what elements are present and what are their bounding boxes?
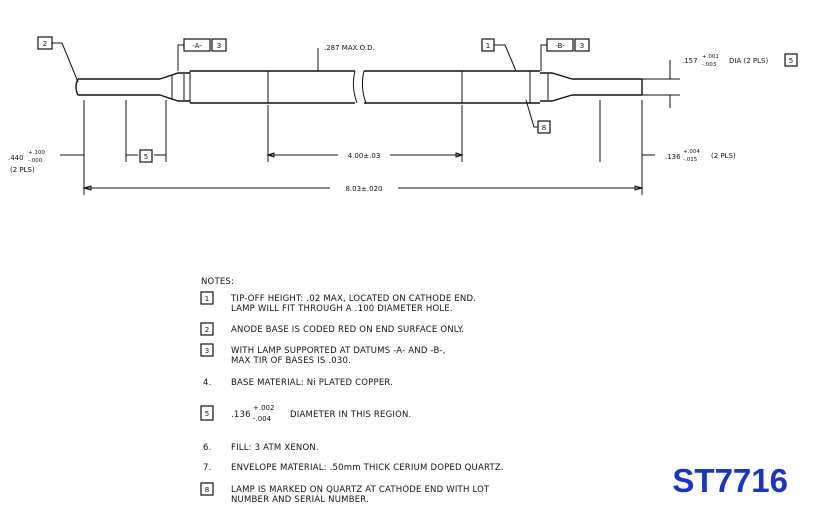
svg-text:6.: 6.: [203, 443, 212, 453]
note-7: 7. ENVELOPE MATERIAL: .50mm THICK CERIUM…: [203, 463, 504, 473]
note-4: 4. BASE MATERIAL: Ni PLATED COPPER.: [203, 378, 393, 388]
svg-text:TIP-OFF HEIGHT: .02 MAX, LOCAT: TIP-OFF HEIGHT: .02 MAX, LOCATED ON CATH…: [230, 294, 476, 304]
svg-text:3: 3: [217, 42, 221, 50]
callout-1: 1: [481, 38, 517, 72]
svg-text:4.: 4.: [203, 378, 212, 388]
svg-text:-A-: -A-: [192, 42, 202, 50]
svg-text:+.004: +.004: [683, 149, 700, 155]
dim-left-440: .440 +.100 -.000 (2 PLS): [8, 150, 84, 174]
svg-text:3: 3: [580, 42, 584, 50]
svg-text:-.000: -.000: [28, 158, 43, 164]
callout-2: 2: [37, 36, 79, 83]
svg-text:-B-: -B-: [555, 42, 565, 50]
svg-text:8: 8: [542, 124, 546, 132]
note-3: 3 WITH LAMP SUPPORTED AT DATUMS -A- AND …: [200, 343, 446, 366]
svg-text:5: 5: [205, 410, 209, 418]
svg-text:-.004: -.004: [253, 415, 272, 423]
svg-text:.136: .136: [231, 410, 251, 420]
svg-text:3: 3: [205, 347, 209, 355]
svg-text:5: 5: [144, 153, 148, 161]
svg-text:FILL: 3 ATM XENON.: FILL: 3 ATM XENON.: [231, 443, 319, 453]
svg-text:WITH LAMP SUPPORTED AT DATUMS: WITH LAMP SUPPORTED AT DATUMS -A- AND -B…: [231, 346, 446, 356]
lamp-body: [75, 70, 643, 104]
svg-text:NUMBER AND SERIAL NUMBER.: NUMBER AND SERIAL NUMBER.: [231, 495, 369, 505]
svg-text:MAX TIR OF BASES IS .030.: MAX TIR OF BASES IS .030.: [231, 356, 351, 366]
svg-text:1: 1: [205, 295, 209, 303]
extension-lines: [83, 100, 643, 195]
svg-text:.157: .157: [682, 57, 698, 65]
dia-157-callout: .157 +.001 -.003 DIA (2 PLS) 5: [642, 53, 798, 108]
note-8: 8 LAMP IS MARKED ON QUARTZ AT CATHODE EN…: [200, 482, 490, 505]
svg-text:-.015: -.015: [683, 157, 698, 163]
svg-text:+.100: +.100: [28, 150, 45, 156]
dim-mid-4-00: 4.00±.03: [266, 152, 464, 160]
svg-text:ANODE BASE IS CODED RED ON END: ANODE BASE IS CODED RED ON END SURFACE O…: [231, 325, 464, 335]
dim-overall-8-03: 8.03±.020: [82, 185, 644, 193]
svg-text:+.001: +.001: [702, 54, 719, 60]
svg-text:.287 MAX O.D.: .287 MAX O.D.: [324, 44, 375, 52]
svg-text:+.002: +.002: [253, 404, 274, 412]
datum-a-frame: -A- 3: [177, 38, 227, 71]
svg-text:4.00±.03: 4.00±.03: [348, 152, 381, 160]
note-5: 5 .136 +.002 -.004 DIAMETER IN THIS REGI…: [200, 404, 411, 423]
svg-text:.440: .440: [8, 154, 24, 162]
svg-text:(2 PLS): (2 PLS): [711, 152, 736, 160]
svg-text:DIA (2 PLS): DIA (2 PLS): [729, 57, 768, 65]
svg-text:LAMP IS MARKED ON QUARTZ AT CA: LAMP IS MARKED ON QUARTZ AT CATHODE END …: [231, 485, 490, 495]
callout-8: 8: [525, 99, 551, 134]
svg-text:8: 8: [205, 486, 209, 494]
note-6: 6. FILL: 3 ATM XENON.: [203, 443, 319, 453]
max-od-callout: .287 MAX O.D.: [317, 44, 375, 71]
svg-text:5: 5: [789, 57, 793, 65]
note-1: 1 TIP-OFF HEIGHT: .02 MAX, LOCATED ON CA…: [200, 291, 476, 314]
svg-text:BASE MATERIAL: Ni PLATED COPPE: BASE MATERIAL: Ni PLATED COPPER.: [231, 378, 393, 388]
svg-text:(2 PLS): (2 PLS): [10, 166, 35, 174]
dim-region-5: 5: [126, 149, 166, 163]
svg-text:8.03±.020: 8.03±.020: [345, 185, 382, 193]
svg-text:1: 1: [486, 42, 490, 50]
note-2: 2 ANODE BASE IS CODED RED ON END SURFACE…: [200, 322, 464, 336]
svg-text:LAMP WILL FIT THROUGH A .100 D: LAMP WILL FIT THROUGH A .100 DIAMETER HO…: [231, 304, 453, 314]
part-number: ST7716: [672, 462, 788, 499]
svg-text:2: 2: [43, 40, 47, 48]
svg-text:-.003: -.003: [702, 62, 717, 68]
svg-text:2: 2: [205, 326, 209, 334]
dim-right-136: .136 +.004 -.015 (2 PLS): [642, 149, 736, 163]
datum-b-frame: -B- 3: [540, 38, 590, 71]
svg-text:ENVELOPE MATERIAL: .50mm THICK: ENVELOPE MATERIAL: .50mm THICK CERIUM DO…: [231, 463, 504, 473]
notes-title: NOTES:: [201, 277, 234, 287]
svg-text:7.: 7.: [203, 463, 212, 473]
svg-text:DIAMETER IN THIS REGION.: DIAMETER IN THIS REGION.: [290, 410, 411, 420]
svg-text:.136: .136: [665, 153, 681, 161]
